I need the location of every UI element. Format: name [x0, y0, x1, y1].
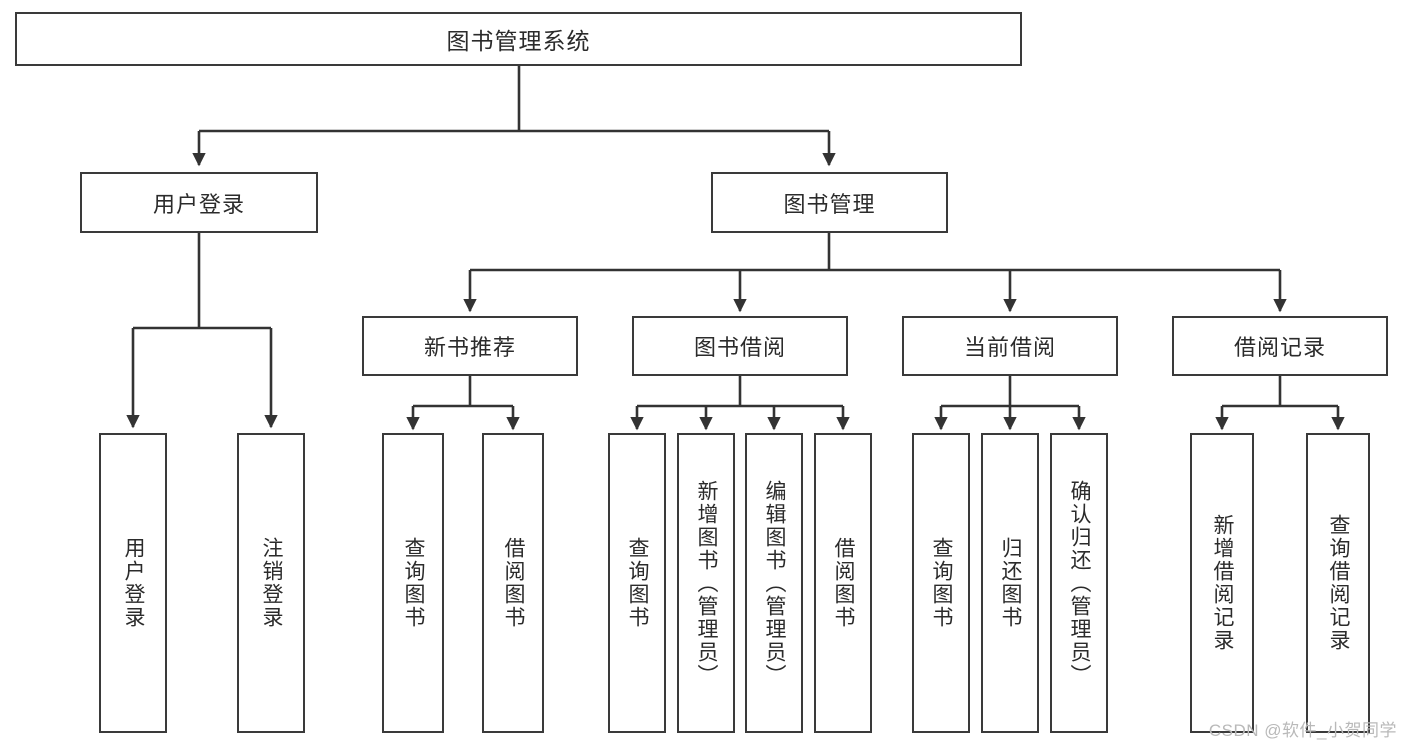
node-label: 注销登录: [260, 537, 284, 629]
csdn-watermark: CSDN @软件_小贺同学: [1208, 721, 1397, 740]
leaf-recommend-query-book[interactable]: 查询图书: [382, 433, 444, 733]
leaf-borrow-add-book[interactable]: 新增图书（管理员）: [677, 433, 735, 733]
leaf-record-query-record[interactable]: 查询借阅记录: [1306, 433, 1370, 733]
node-label: 图书借阅: [693, 335, 786, 360]
node-label: 当前借阅: [963, 335, 1056, 360]
node-new-book-recommend[interactable]: 新书推荐: [362, 316, 578, 376]
leaf-borrow-edit-book[interactable]: 编辑图书（管理员）: [745, 433, 803, 733]
node-root-system[interactable]: 图书管理系统: [15, 12, 1022, 66]
node-label: 借阅图书: [502, 537, 526, 629]
node-label: 借阅图书: [832, 537, 856, 629]
leaf-current-return-book[interactable]: 归还图书: [981, 433, 1039, 733]
node-borrow-record[interactable]: 借阅记录: [1172, 316, 1388, 376]
leaf-recommend-borrow-book[interactable]: 借阅图书: [482, 433, 544, 733]
node-label: 归还图书: [999, 537, 1023, 629]
node-user-login[interactable]: 用户登录: [80, 172, 318, 233]
leaf-current-confirm-return[interactable]: 确认归还（管理员）: [1050, 433, 1108, 733]
node-label: 查询图书: [930, 537, 954, 629]
leaf-record-add-record[interactable]: 新增借阅记录: [1190, 433, 1254, 733]
node-label: 编辑图书（管理员）: [763, 479, 787, 687]
node-label: 新书推荐: [423, 335, 516, 360]
node-label: 查询图书: [402, 537, 426, 629]
leaf-user-login[interactable]: 用户登录: [99, 433, 167, 733]
node-label: 确认归还（管理员）: [1068, 479, 1092, 687]
node-label: 图书管理: [783, 191, 876, 217]
leaf-user-logout[interactable]: 注销登录: [237, 433, 305, 733]
node-label: 用户登录: [152, 191, 245, 217]
node-label: 借阅记录: [1233, 335, 1326, 360]
node-book-borrow[interactable]: 图书借阅: [632, 316, 848, 376]
node-label: 图书管理系统: [446, 28, 591, 54]
leaf-borrow-query-book[interactable]: 查询图书: [608, 433, 666, 733]
node-book-management[interactable]: 图书管理: [711, 172, 948, 233]
leaf-borrow-borrow-book[interactable]: 借阅图书: [814, 433, 872, 733]
node-label: 查询图书: [626, 537, 650, 629]
node-current-borrow[interactable]: 当前借阅: [902, 316, 1118, 376]
node-label: 查询借阅记录: [1327, 514, 1351, 652]
node-label: 新增图书（管理员）: [695, 479, 719, 687]
node-label: 用户登录: [122, 537, 146, 629]
node-label: 新增借阅记录: [1211, 514, 1235, 652]
leaf-current-query-book[interactable]: 查询图书: [912, 433, 970, 733]
